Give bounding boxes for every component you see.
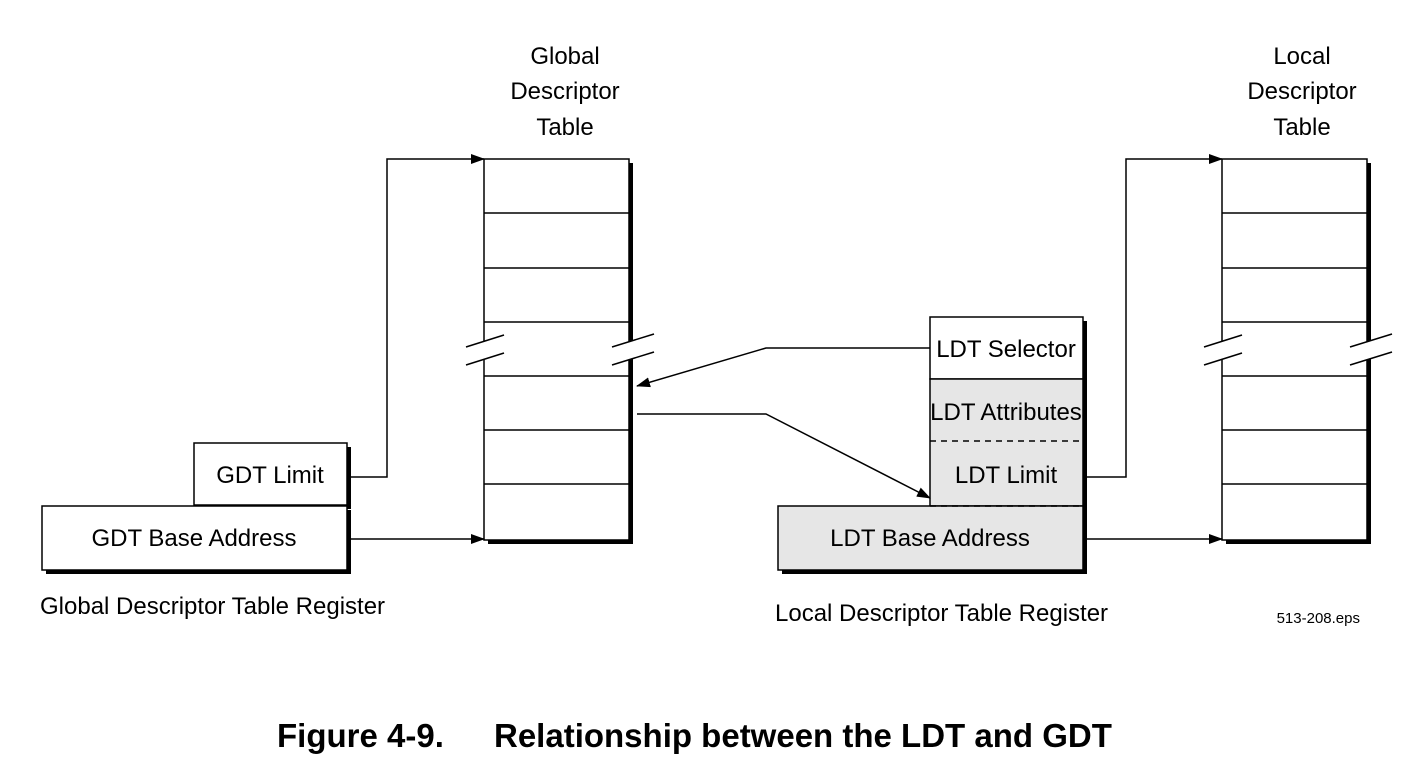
gdt-table [465,158,655,544]
ldt-attributes-limit-field [929,378,1084,507]
figure-number: Figure 4-9. [277,717,444,754]
ldtr-register: LDT Selector LDT Attributes LDT Limit LD… [777,316,1087,574]
ldt-break-mark-left [1203,334,1243,366]
ldt-attributes-label: LDT Attributes [930,399,1082,426]
ldt-table [1203,158,1393,544]
ldt-base-address-label: LDT Base Address [830,525,1030,552]
ldt-selector-label: LDT Selector [936,336,1076,363]
gdtr-register: GDT Limit GDT Base Address [41,442,351,574]
gdt-base-address-field [41,505,348,571]
ldt-limit-arrow [1087,154,1223,478]
ldt-limit-label: LDT Limit [955,462,1058,489]
gdt-limit-field [193,442,348,506]
gdt-title-line-3: Table [536,114,593,141]
ldt-selector-arrow [636,347,930,388]
ldt-title-line-1: Local [1273,43,1330,70]
gdt-title-line-2: Descriptor [510,78,619,105]
file-label: 513-208.eps [1277,610,1360,627]
gdtr-caption: Global Descriptor Table Register [40,593,385,620]
gdt-title-line-1: Global [530,43,599,70]
ldt-selector-field [929,316,1084,380]
figure-caption: Figure 4-9. Relationship between the LDT… [277,717,1112,754]
gdt-break-mark-right [611,333,655,366]
gdt-break-mark-left [465,334,505,366]
gdt-table-body [483,158,630,541]
ldt-table-body [1221,158,1368,541]
ldt-title-line-2: Descriptor [1247,78,1356,105]
ldtr-caption: Local Descriptor Table Register [775,600,1108,627]
ldt-base-address-field [777,505,1084,571]
ldt-break-mark-right [1349,333,1393,366]
gdt-limit-label: GDT Limit [216,462,324,489]
gdt-descriptor-to-ldtr-arrow [637,413,931,499]
gdt-title: Global Descriptor Table [510,43,619,141]
figure-title: Relationship between the LDT and GDT [494,717,1112,754]
ldt-title-line-3: Table [1273,114,1330,141]
gdt-limit-arrow [347,154,485,478]
ldt-title: Local Descriptor Table [1247,43,1356,141]
gdt-base-address-label: GDT Base Address [92,525,297,552]
